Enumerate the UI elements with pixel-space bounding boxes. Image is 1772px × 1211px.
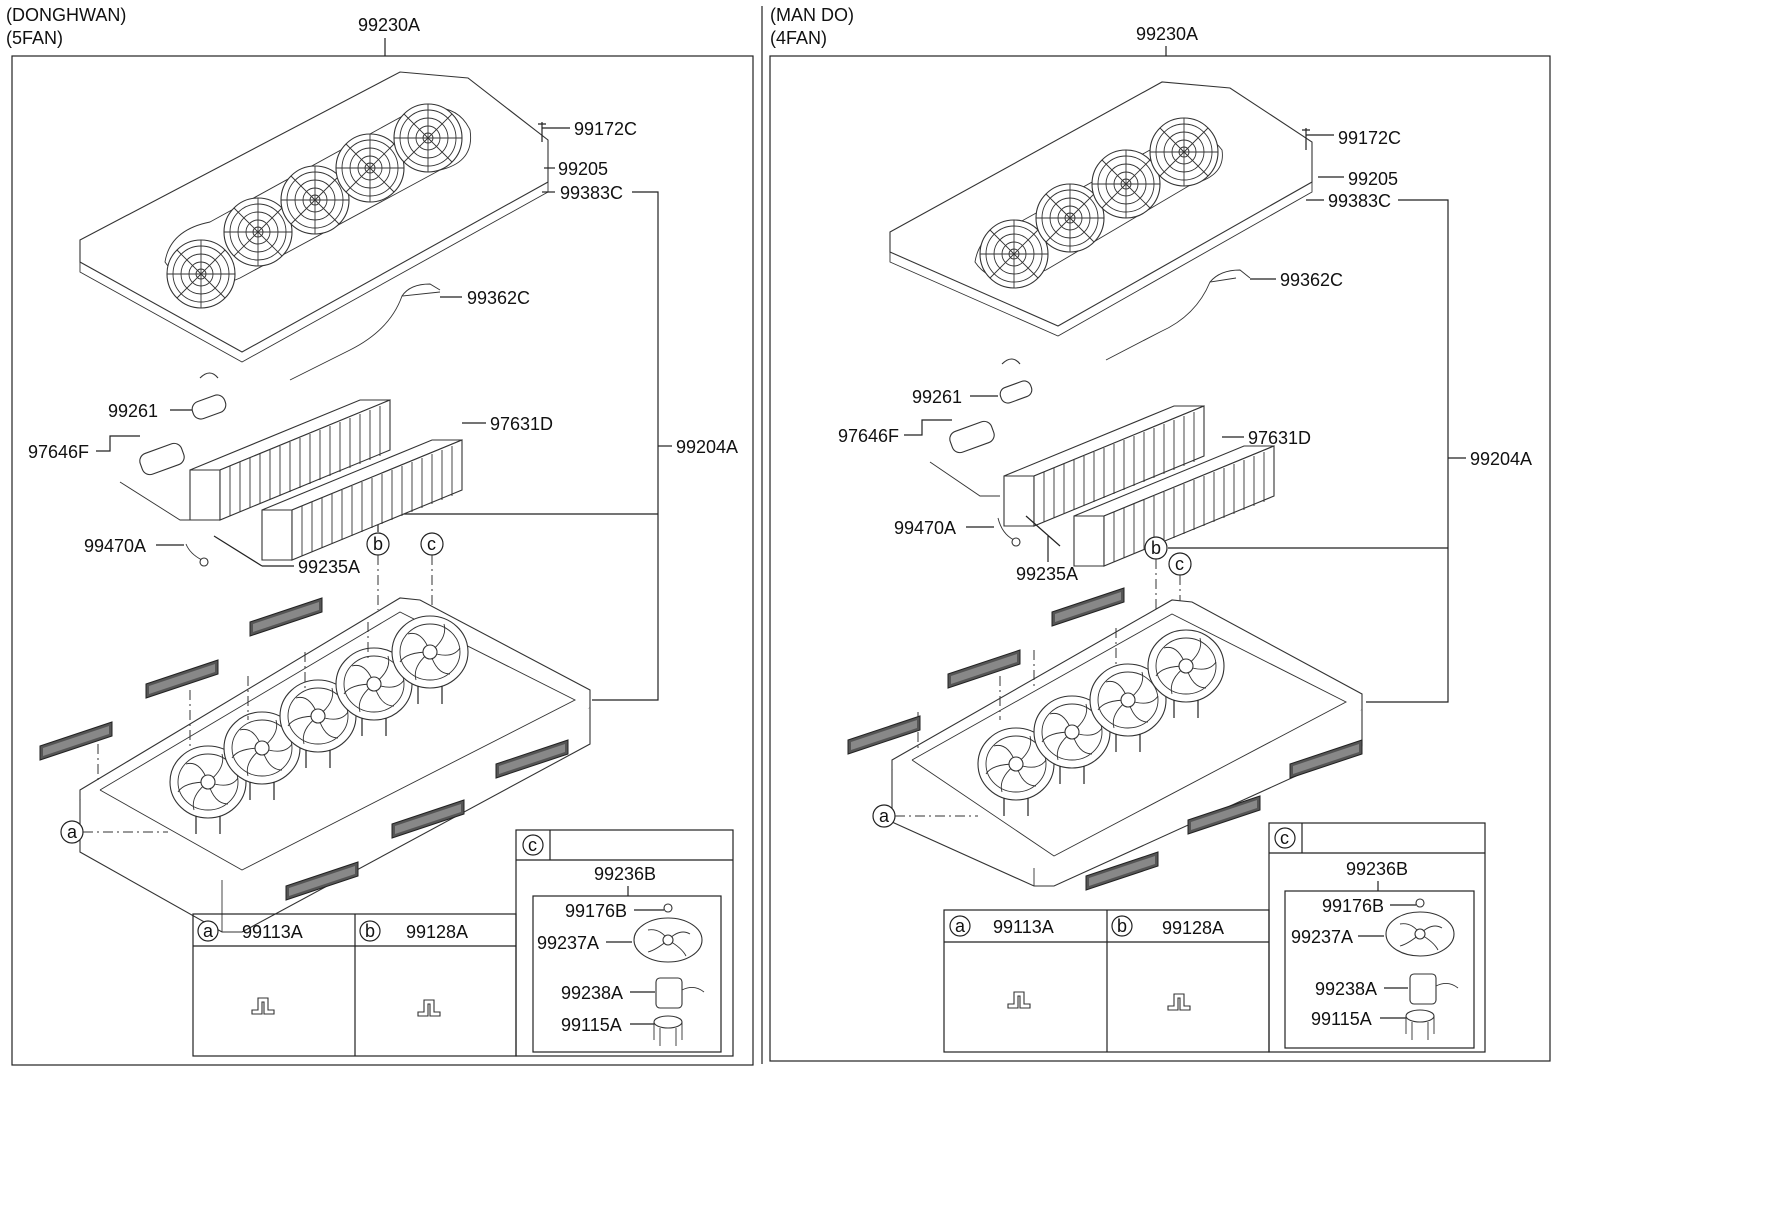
table-a-part: 99113A: [993, 917, 1054, 937]
fan-motor-label: 99238A: [561, 983, 623, 1003]
label-bolt: 99172C: [1338, 128, 1401, 148]
panel-header-line2: (5FAN): [6, 28, 63, 48]
label-sensor: 99470A: [894, 518, 956, 538]
svg-text:a: a: [879, 806, 890, 826]
label-bolt: 99172C: [574, 119, 637, 139]
panel-frame: [769, 55, 1551, 1062]
svg-text:b: b: [1151, 538, 1161, 558]
fan-bracket-label: 99115A: [561, 1015, 622, 1035]
table-a-part: 99113A: [242, 922, 303, 942]
label-condenser-core: 97631D: [1248, 428, 1311, 448]
table-b-circle: b: [1117, 916, 1127, 936]
label-cover-outer: 99383C: [560, 183, 623, 203]
panel-mando: (MAN DO) (4FAN) 99230A 99172C 99205 9938…: [761, 5, 1551, 1064]
label-top-part: 99230A: [358, 15, 420, 35]
svg-text:c: c: [1175, 554, 1184, 574]
top-cover: [889, 81, 1313, 337]
label-expansion-valve: 97646F: [28, 442, 89, 462]
table-c-circle: c: [1280, 828, 1289, 848]
label-pipe: 99235A: [1016, 564, 1078, 584]
label-tube: 99362C: [467, 288, 530, 308]
label-cover-outer: 99383C: [1328, 191, 1391, 211]
table-b-circle: b: [365, 921, 375, 941]
label-receiver: 99261: [108, 401, 158, 421]
label-tube: 99362C: [1280, 270, 1343, 290]
panel-header-line1: (DONGHWAN): [6, 5, 126, 25]
label-washer: 99205: [1348, 169, 1398, 189]
table-b-part: 99128A: [406, 922, 468, 942]
table-c-circle: c: [528, 835, 537, 855]
panel-header-line1: (MAN DO): [770, 5, 854, 25]
label-assembly: 99204A: [676, 437, 738, 457]
table-a-circle: a: [955, 916, 966, 936]
label-receiver: 99261: [912, 387, 962, 407]
panel-donghwan: (DONGHWAN) (5FAN) 99230A 99172C 99205 99…: [6, 5, 754, 1066]
label-assembly: 99204A: [1470, 449, 1532, 469]
label-pipe: 99235A: [298, 557, 360, 577]
fan-nut-label: 99176B: [565, 901, 627, 921]
detail-table: a 99113A b 99128A c 99236B 99176B 99237A…: [192, 829, 734, 1057]
label-top-part: 99230A: [1136, 24, 1198, 44]
svg-text:c: c: [427, 534, 436, 554]
label-washer: 99205: [558, 159, 608, 179]
top-cover: [79, 71, 549, 363]
fan-motor-label: 99238A: [1315, 979, 1377, 999]
fan-blade-label: 99237A: [537, 933, 599, 953]
svg-text:b: b: [373, 534, 383, 554]
label-sensor: 99470A: [84, 536, 146, 556]
panel-frame: [11, 55, 754, 1066]
fan-nut-label: 99176B: [1322, 896, 1384, 916]
table-a-circle: a: [203, 921, 214, 941]
panel-header-line2: (4FAN): [770, 28, 827, 48]
svg-text:a: a: [67, 822, 78, 842]
table-c-part: 99236B: [594, 864, 656, 884]
base-tray: [79, 597, 591, 933]
table-c-part: 99236B: [1346, 859, 1408, 879]
fan-bracket-label: 99115A: [1311, 1009, 1372, 1029]
fan-blade-label: 99237A: [1291, 927, 1353, 947]
table-b-part: 99128A: [1162, 918, 1224, 938]
label-expansion-valve: 97646F: [838, 426, 899, 446]
detail-table: a 99113A b 99128A c 99236B 99176B 99237A…: [943, 822, 1486, 1053]
label-condenser-core: 97631D: [490, 414, 553, 434]
